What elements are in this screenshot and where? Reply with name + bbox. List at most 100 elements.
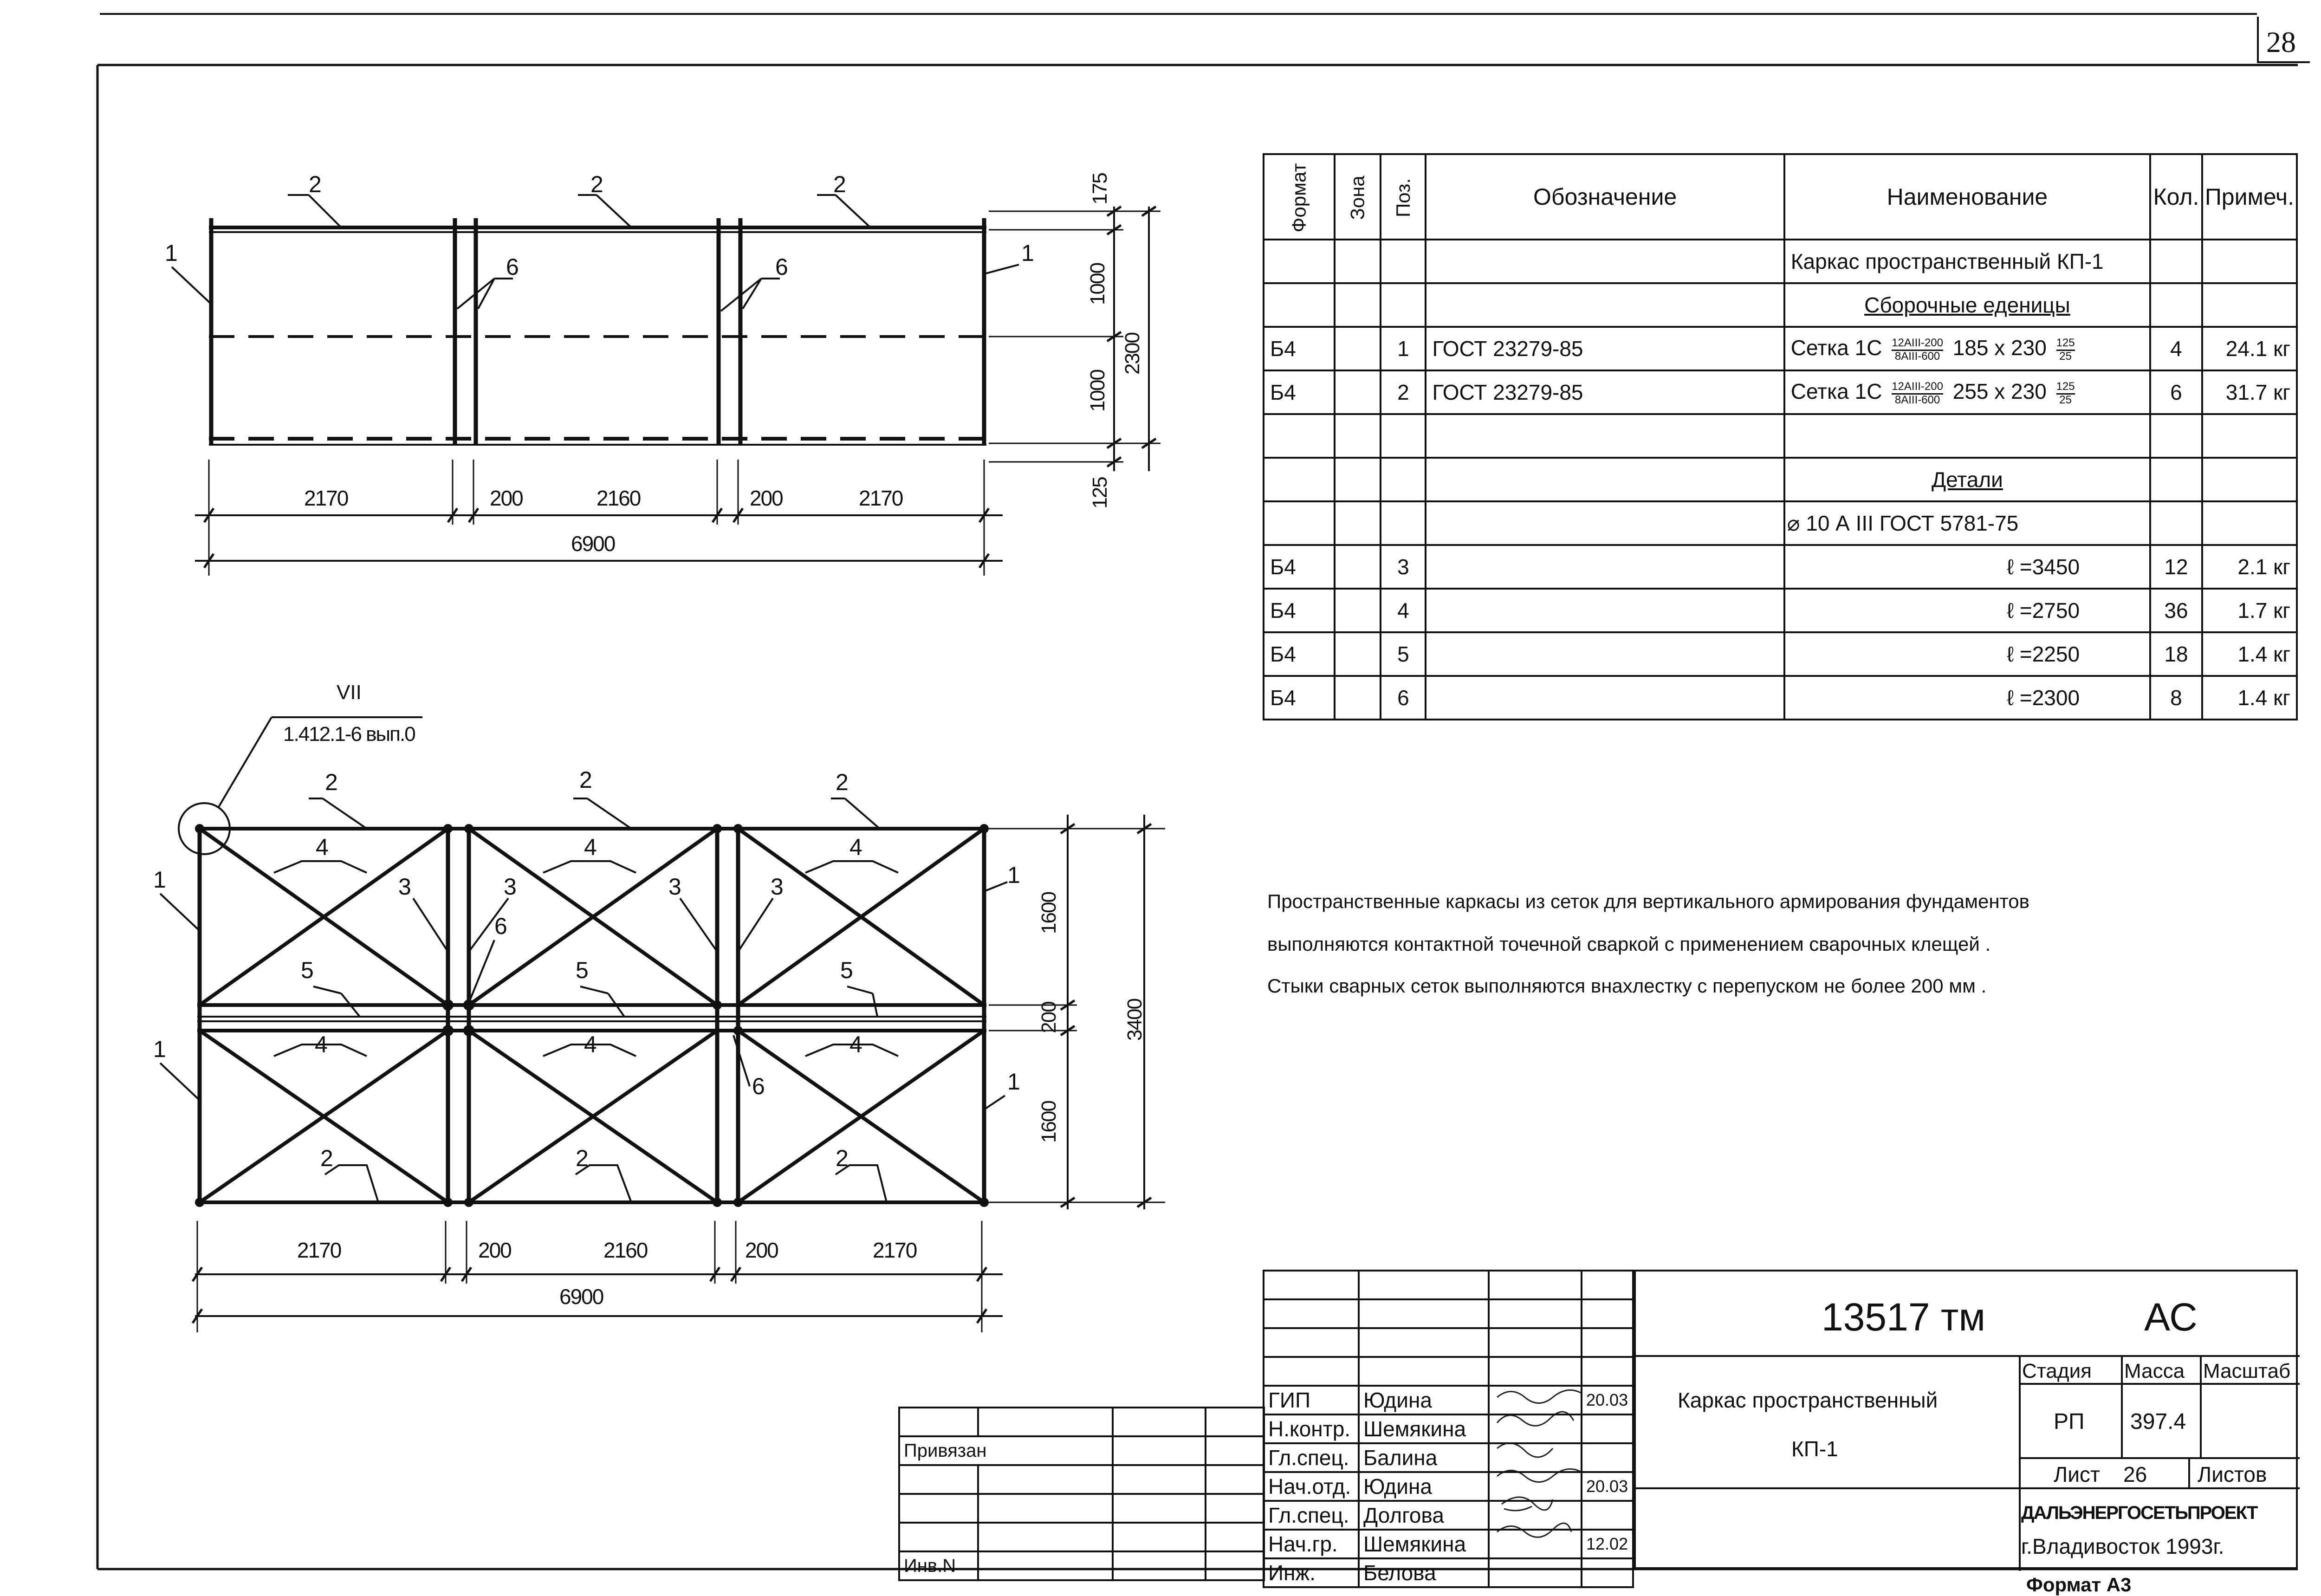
- dim-total: 6900: [559, 1285, 604, 1309]
- pos-label: 2: [325, 769, 338, 795]
- pos-label: 2: [309, 171, 322, 197]
- pos-label: 6: [775, 254, 788, 280]
- pos-label: 3: [668, 874, 681, 900]
- dim-label-vertical: 200: [1037, 1002, 1060, 1033]
- dim-label-vertical: 125: [1089, 477, 1111, 509]
- table-row: Б4 3 ℓ =3450 12 2.1 кг: [1262, 544, 2298, 590]
- header-note: Примеч.: [2201, 153, 2298, 240]
- doc-code: 13517 тм: [1822, 1295, 1986, 1339]
- callout-label: 1.412.1-6 вып.0: [283, 723, 416, 746]
- pos-label: 4: [316, 834, 329, 860]
- dim-label: 2170: [873, 1238, 917, 1262]
- dim-label-vertical: 1000: [1086, 263, 1109, 305]
- stage-label: Стадия: [2022, 1360, 2092, 1382]
- dim-label: 200: [750, 486, 784, 510]
- table-row: Б4 4 ℓ =2750 36 1.7 кг: [1262, 588, 2298, 633]
- table-row: Сборочные еденицы: [1262, 282, 2298, 328]
- format-label: Формат А3: [2026, 1574, 2132, 1596]
- pos-label: 4: [584, 1032, 597, 1058]
- pos-label: 1: [153, 1036, 166, 1062]
- dim-total-vertical: 2300: [1121, 333, 1144, 375]
- pos-label: 3: [504, 874, 517, 900]
- bottom-elevation-drawing: [159, 716, 1165, 1332]
- dim-label-vertical: 1600: [1037, 1101, 1060, 1143]
- table-row: Каркас пространственный КП-1: [1262, 239, 2298, 284]
- specification-table: Формат Зона Поз. Обозначение Наименовани…: [1262, 153, 2298, 720]
- pos-label: 6: [752, 1073, 765, 1099]
- pos-label: 5: [576, 957, 589, 983]
- section-assembly: Сборочные еденицы: [1864, 293, 2070, 317]
- pos-label: 4: [849, 834, 862, 860]
- title-line2: КП-1: [1791, 1437, 1838, 1461]
- dim-label: 2170: [859, 486, 903, 510]
- dim-total: 6900: [571, 532, 616, 556]
- pos-label: 2: [576, 1145, 589, 1171]
- dim-label: 200: [490, 486, 524, 510]
- stage-value: РП: [2054, 1409, 2085, 1434]
- mass-value: 397.4: [2130, 1409, 2186, 1434]
- org-line2: г.Владивосток 1993г.: [2021, 1534, 2224, 1558]
- pos-label: 2: [836, 1145, 849, 1171]
- pos-label: 2: [320, 1145, 333, 1171]
- sheet-label: Лист: [2054, 1462, 2100, 1486]
- sheet-number-box: 28: [2257, 17, 2310, 63]
- pos-label: 4: [584, 834, 597, 860]
- table-row: Б4 6 ℓ =2300 8 1.4 кг: [1262, 675, 2298, 720]
- note-line: Пространственные каркасы из сеток для ве…: [1267, 890, 2029, 912]
- header-designation: Обозначение: [1425, 153, 1785, 240]
- table-row: ⌀ 10 А III ГОСТ 5781-75: [1262, 500, 2298, 546]
- pos-label: 1: [1007, 862, 1020, 888]
- pos-label: 2: [579, 767, 592, 793]
- header-zone: Зона: [1334, 153, 1382, 240]
- table-row: Б4 5 ℓ =2250 18 1.4 кг: [1262, 631, 2298, 677]
- pos-label: 3: [398, 874, 411, 900]
- dim-label: 2160: [603, 1238, 648, 1262]
- pos-label: 1: [165, 240, 178, 266]
- dim-label-vertical: 175: [1089, 173, 1111, 205]
- dim-label: 200: [478, 1238, 512, 1262]
- pos-label: 2: [590, 171, 603, 197]
- pos-label: 5: [840, 957, 853, 983]
- note-line: Стыки сварных сеток выполняются внахлест…: [1267, 975, 1987, 997]
- pos-label: 4: [849, 1032, 862, 1058]
- mass-label: Масса: [2124, 1360, 2185, 1382]
- header-qty: Кол.: [2149, 153, 2203, 240]
- dim-label: 200: [745, 1238, 779, 1262]
- pos-label: 2: [833, 171, 846, 197]
- doc-mark: АС: [2144, 1295, 2198, 1339]
- details-material: ⌀ 10 А III ГОСТ 5781-75: [1783, 500, 2152, 546]
- privyazan-label: Привязан: [898, 1435, 1114, 1466]
- table-row: [1262, 413, 2298, 459]
- sheet-value: 26: [2123, 1462, 2147, 1486]
- pos-label: 6: [494, 913, 507, 939]
- sheets-label: Листов: [2198, 1462, 2267, 1486]
- binding-block: Привязан Инв.N: [898, 1407, 1265, 1581]
- pos-label: 1: [1007, 1069, 1020, 1095]
- sheet-number: 28: [2266, 26, 2296, 58]
- pos-label: 3: [771, 874, 784, 900]
- header-pos: Поз.: [1380, 153, 1427, 240]
- inv-label: Инв.N: [898, 1551, 979, 1581]
- title-cell: Каркас пространственный КП-1: [1783, 239, 2152, 284]
- top-elevation-drawing: [171, 194, 1160, 576]
- pos-label: 6: [506, 254, 519, 280]
- title-block: 13517 тм АС Каркас пространственный КП-1…: [1634, 1270, 2300, 1571]
- dim-label-vertical: 1000: [1086, 370, 1109, 412]
- section-details: Детали: [1931, 467, 2003, 492]
- dim-label: 2170: [304, 486, 349, 510]
- scale-label: Масштаб: [2203, 1360, 2291, 1382]
- header-format: Формат: [1262, 153, 1336, 240]
- dim-label: 2160: [596, 486, 641, 510]
- pos-label: 1: [1021, 240, 1034, 266]
- org-line1: ДАЛЬЭНЕРГОСЕТЬПРОЕКТ: [2021, 1503, 2258, 1523]
- pos-label: 2: [836, 769, 849, 795]
- callout-label: VII: [337, 681, 362, 704]
- header-name: Наименование: [1783, 153, 2152, 240]
- pos-label: 5: [301, 957, 314, 983]
- dim-total-vertical: 3400: [1123, 999, 1146, 1041]
